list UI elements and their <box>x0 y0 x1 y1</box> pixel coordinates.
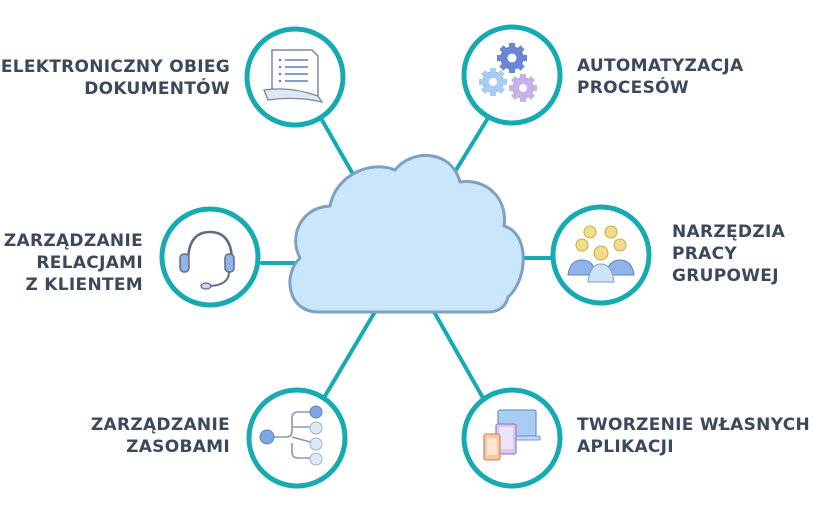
people-group-icon <box>567 225 635 283</box>
document-icon <box>263 49 324 104</box>
label-customer-relations: ZARZĄDZANIE RELACJAMI Z KLIENTEM <box>4 230 143 296</box>
label-line: APLIKACJI <box>577 437 674 457</box>
resource-tree-icon <box>259 405 323 466</box>
label-line: GRUPOWEJ <box>672 266 779 286</box>
devices-icon <box>483 409 541 461</box>
label-line: ELEKTRONICZNY OBIEG <box>0 57 230 77</box>
label-group-work: NARZĘDZIA PRACY GRUPOWEJ <box>672 221 785 287</box>
node-circle-process-automation <box>461 24 563 126</box>
label-custom-apps: TWORZENIE WŁASNYCH APLIKACJI <box>577 414 810 458</box>
label-line: ZASOBAMI <box>126 437 230 457</box>
headset-icon <box>179 230 235 290</box>
label-line: RELACJAMI <box>36 253 143 273</box>
label-line: DOKUMENTÓW <box>84 79 230 99</box>
label-line: PROCESÓW <box>577 78 689 98</box>
label-line: AUTOMATYZACJA <box>577 56 744 76</box>
label-line: ZARZĄDZANIE <box>90 415 230 435</box>
label-process-automation: AUTOMATYZACJA PROCESÓW <box>577 55 744 99</box>
node-circle-customer-relations <box>159 206 261 308</box>
label-document-flow: ELEKTRONICZNY OBIEG DOKUMENTÓW <box>1 56 230 100</box>
label-line: TWORZENIE WŁASNYCH <box>577 415 811 435</box>
label-line: Z KLIENTEM <box>25 275 143 295</box>
connector-resource-management <box>323 308 378 398</box>
label-line: PRACY <box>672 244 737 264</box>
label-line: ZARZĄDZANIE <box>3 231 143 251</box>
label-line: NARZĘDZIA <box>672 222 786 242</box>
cloud-shape <box>288 153 525 314</box>
connector-custom-apps <box>431 308 485 400</box>
label-resource-management: ZARZĄDZANIE ZASOBAMI <box>91 414 230 458</box>
